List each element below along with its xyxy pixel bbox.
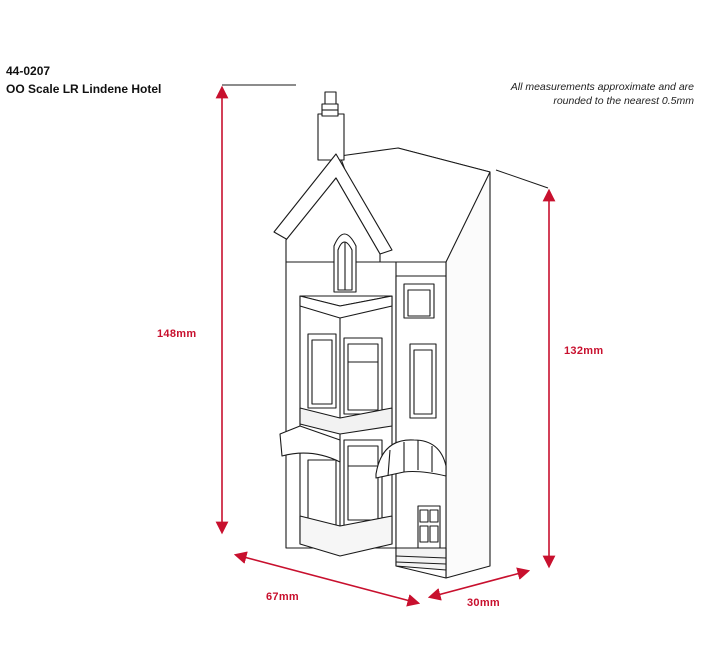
dimension-height-label: 148mm <box>157 328 197 340</box>
dimension-lines <box>215 85 556 607</box>
front-steps <box>395 547 447 571</box>
bay-awning <box>279 425 341 463</box>
reference-ticks <box>222 84 549 189</box>
depth-dimension-line <box>427 567 531 601</box>
building <box>273 91 491 579</box>
door-awning <box>375 439 447 479</box>
chimney <box>317 91 345 161</box>
product-code: 44-0207 <box>6 64 51 78</box>
product-name: OO Scale LR Lindene Hotel <box>6 82 162 96</box>
dimension-side-height-label: 132mm <box>564 345 604 357</box>
width-dimension-line <box>233 551 421 607</box>
measurement-note: All measurements approximate and are rou… <box>510 81 694 107</box>
